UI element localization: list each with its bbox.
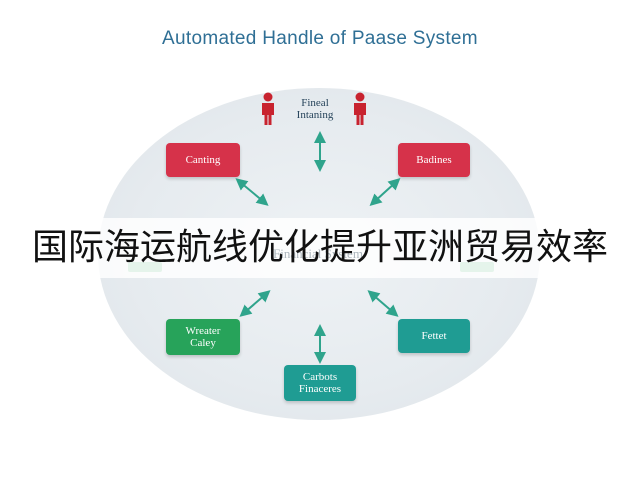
arrow-bottom-left: [239, 290, 271, 317]
node-bottom-left-label: Wreater Caley: [185, 325, 221, 349]
diagram-title: Automated Handle of Paase System: [162, 28, 478, 49]
arrow-bottom-right: [367, 290, 399, 317]
top-node: Fineal Intaning: [258, 90, 372, 130]
node-top-left-label: Canting: [185, 154, 221, 166]
node-top-right-label: Badines: [416, 154, 452, 166]
node-bottom-right: Fettet: [398, 319, 470, 353]
person-icon: [354, 92, 366, 125]
person-icon: [262, 92, 274, 125]
banner-background: [0, 218, 640, 278]
node-bottom: Carbots Finaceres: [284, 365, 356, 401]
arrow-top-left: [235, 178, 269, 206]
node-bottom-left: Wreater Caley: [166, 319, 240, 355]
node-top-right: Badines: [398, 143, 470, 177]
top-node-label: Fineal Intaning: [296, 97, 334, 121]
banner-text: 国际海运航线优化提升亚洲贸易效率: [31, 227, 608, 268]
node-bottom-right-label: Fettet: [421, 330, 447, 342]
arrow-top-right: [369, 177, 401, 207]
center-label: Financial System: [273, 246, 363, 261]
node-top-left: Canting: [166, 143, 240, 177]
node-bottom-label: Carbots Finaceres: [298, 371, 342, 395]
